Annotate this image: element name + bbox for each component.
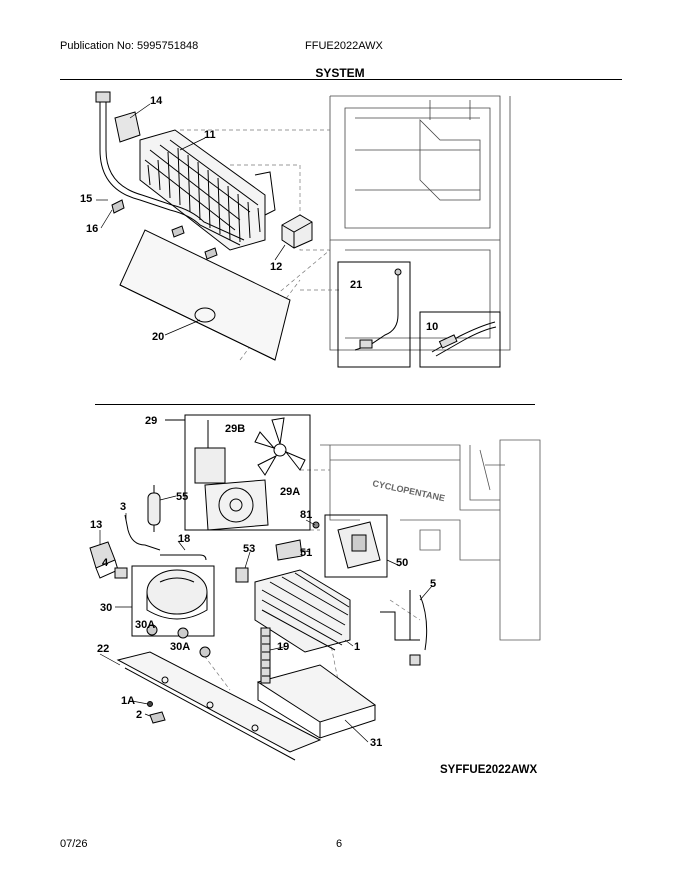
wire-harness-part-5	[380, 590, 428, 666]
callout-13: 13	[90, 519, 102, 531]
callout-81: 81	[300, 509, 312, 521]
base-pan-part-22	[116, 651, 322, 761]
section-divider	[95, 404, 535, 405]
callout-4: 4	[102, 557, 109, 569]
footer-date: 07/26	[60, 838, 88, 850]
bracket-part-53	[235, 567, 249, 583]
callout-10: 10	[426, 321, 438, 333]
callout-leaders	[96, 103, 433, 743]
callout-12: 12	[270, 261, 282, 273]
page-number: 6	[336, 838, 343, 850]
cabinet-rear-lower	[320, 439, 541, 641]
control-board-part-50	[337, 521, 381, 569]
fan-assembly-box-part-29	[184, 414, 311, 531]
callout-29A: 29A	[280, 486, 300, 498]
relay-part-13	[89, 541, 119, 579]
callout-31: 31	[370, 737, 382, 749]
screw-part-81	[312, 521, 320, 529]
evaporator-part-11	[139, 129, 276, 251]
screw-part-1A	[147, 701, 153, 707]
callout-2: 2	[136, 709, 142, 721]
callout-18: 18	[178, 533, 190, 545]
control-box-part-50	[324, 514, 388, 578]
callout-19: 19	[277, 641, 289, 653]
compressor-part-30	[146, 569, 208, 620]
header-rule	[60, 79, 622, 80]
callout-55: 55	[176, 491, 188, 503]
callout-30A-a: 30A	[135, 619, 155, 631]
drain-trough-part-20	[119, 229, 291, 361]
overload-part-4	[114, 567, 128, 579]
callout-15: 15	[80, 193, 92, 205]
callout-22: 22	[97, 643, 109, 655]
compressor-box-part-30	[131, 565, 215, 637]
callout-11: 11	[204, 129, 216, 141]
drain-pan-part-31	[256, 664, 377, 739]
condenser-part-1	[254, 569, 351, 653]
callout-3: 3	[120, 501, 126, 513]
callout-29: 29	[145, 415, 157, 427]
tube-part-18	[160, 554, 207, 561]
callout-50: 50	[396, 557, 408, 569]
heater-tubing-part-15	[95, 91, 245, 246]
publication-number: Publication No: 5995751848	[60, 40, 199, 52]
callout-14: 14	[150, 95, 163, 107]
callout-16: 16	[86, 223, 98, 235]
thermostat-part-14	[114, 111, 141, 143]
callout-1: 1	[354, 641, 360, 653]
callout-30A-b: 30A	[170, 641, 190, 653]
fan-shroud	[204, 479, 269, 531]
callout-51: 51	[300, 547, 312, 559]
thermistor-part-10	[431, 321, 497, 357]
bracket-part-2	[149, 711, 166, 724]
inset-box-part-10	[419, 311, 501, 368]
housing-part-12	[281, 214, 313, 249]
callout-29B: 29B	[225, 423, 245, 435]
tube-part-3	[124, 514, 161, 551]
diagram-code: SYFFUE2022AWX	[440, 764, 538, 776]
callout-21: 21	[350, 279, 362, 291]
sensor-part-21	[354, 268, 402, 351]
callout-20: 20	[152, 331, 164, 343]
tube-part-19	[260, 627, 271, 684]
callout-53: 53	[243, 543, 255, 555]
fan-motor-part-29B	[194, 420, 226, 484]
liner-embossed-label: CYCLOPENTANE	[372, 478, 446, 503]
callout-5: 5	[430, 578, 436, 590]
inset-box-part-21	[337, 261, 411, 368]
section-title: SYSTEM	[315, 66, 365, 80]
callout-30: 30	[100, 602, 112, 614]
drier-part-55	[147, 485, 161, 532]
callout-1A: 1A	[121, 695, 135, 707]
fan-blade-part-29A	[254, 417, 306, 476]
valve-part-51	[275, 539, 303, 561]
grommet-part-30A	[146, 624, 211, 658]
model-number: FFUE2022AWX	[305, 40, 383, 52]
clip-part-16	[111, 199, 218, 260]
